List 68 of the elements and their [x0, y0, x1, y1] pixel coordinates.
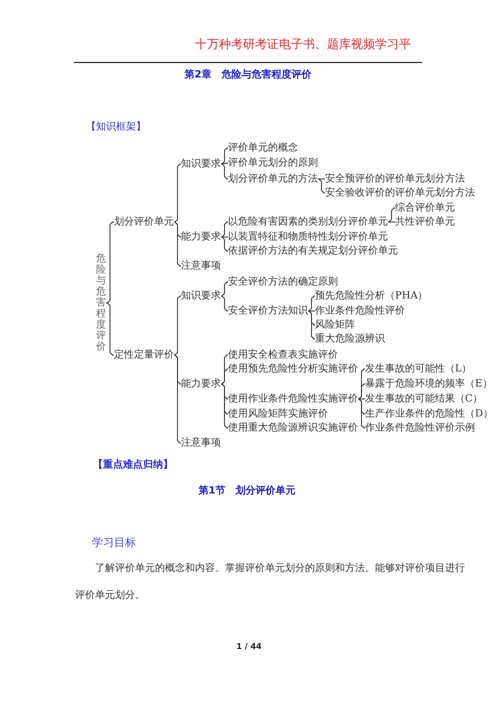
outline-item: 使用作业条件危险性实施评价 — [228, 392, 358, 406]
page-number: 1 / 44 — [236, 642, 262, 652]
outline-item: 安全评价方法的确定原则 — [228, 276, 338, 288]
outline-item: 评价单元的概念 — [228, 142, 298, 154]
brace-connector — [220, 282, 228, 296]
outline-item: 暴露于危险环境的频率（E） — [365, 378, 492, 390]
outline-item: 注意事项 — [181, 436, 221, 450]
outline-item: 知识要求 — [181, 158, 221, 170]
outline-item: 使用安全检查表实施评价 — [228, 348, 338, 362]
brace-connector — [358, 384, 366, 400]
outline-item: 以危险有害因素的类别划分评价单元 — [228, 216, 388, 228]
outline-item: 能力要求 — [181, 230, 221, 244]
brace-connector — [220, 384, 228, 428]
brace-connector — [308, 296, 316, 312]
outline-item: 能力要求 — [181, 378, 221, 390]
brace-connector — [174, 354, 182, 444]
outline-item: 使用重大危险源辨识实施评价 — [228, 422, 358, 434]
subheading: 学习目标 — [92, 536, 136, 550]
outline-item: 综合评价单元 — [395, 202, 455, 214]
brace-connector — [106, 302, 114, 356]
outline-item: 定性定量评价 — [114, 348, 174, 362]
brace-connector — [220, 222, 228, 238]
outline-item: 以装置特征和物质特性划分评价单元 — [228, 230, 388, 244]
outline-item: 预先危险性分析（PHA） — [315, 290, 428, 302]
outline-item: 划分评价单元的方法 — [228, 172, 318, 186]
outline-item: 评价单元划分的原则 — [228, 156, 318, 170]
brace-connector — [318, 178, 326, 194]
outline-item: 使用预先危险性分析实施评价 — [228, 362, 358, 376]
outline-item: 知识要求 — [181, 290, 221, 302]
outline-item: 共性评价单元 — [395, 216, 455, 228]
outline-item: 使用风险矩阵实施评价 — [228, 408, 328, 420]
outline-item: 作业条件危险性评价 — [315, 304, 405, 318]
brace-connector — [318, 178, 326, 180]
outline-item: 风险矩阵 — [315, 318, 355, 332]
outline-item: 生产作业条件的危险性（D） — [365, 408, 494, 420]
brace-connector — [308, 310, 316, 312]
brace-connector — [220, 368, 228, 384]
outline-item: 安全预评价的评价单元划分方法 — [325, 172, 465, 186]
outline-item: 注意事项 — [181, 260, 221, 272]
brace-connector — [106, 222, 114, 304]
brace-connector — [220, 236, 228, 238]
body-paragraph: 了解评价单元的概念和内容。掌握评价单元划分的原则和方法。能够对评价项目进行评价单元划分。 — [75, 562, 466, 602]
section-label: 【重点难点归纳】 — [93, 458, 173, 472]
outline-item: 作业条件危险性评价示例 — [365, 422, 475, 434]
outline-item: 发生事故的可能性（L） — [365, 362, 472, 376]
brace-connector — [174, 222, 182, 266]
brace-connector — [174, 164, 182, 222]
outline-item: 发生事故的可能结果（C） — [365, 392, 483, 406]
brace-connector — [388, 208, 396, 222]
header-slogan: 十万种考研考证电子书、题库视频学习平 — [195, 37, 411, 53]
outline-item: 划分评价单元 — [114, 216, 174, 228]
section-heading: 第1节 划分评价单元 — [198, 484, 296, 498]
outline-item: 安全评价方法知识 — [228, 304, 308, 318]
brace-connector — [220, 162, 228, 164]
section-label: 【知识框架】 — [86, 120, 146, 134]
outline-item: 重大危险源辨识 — [315, 332, 385, 346]
brace-connector — [220, 236, 228, 252]
chapter-title: 第2章 危险与危害程度评价 — [184, 68, 312, 82]
outline-item: 依据评价方法的有关规定划分评价单元 — [228, 244, 398, 258]
outline-item: 安全验收评价的评价单元划分方法 — [325, 186, 475, 200]
vertical-heading: 危险与危害程度评价 — [96, 254, 106, 352]
brace-connector — [174, 296, 182, 356]
brace-connector — [220, 164, 228, 180]
brace-connector — [220, 296, 228, 312]
brace-connector — [358, 398, 366, 428]
brace-connector — [220, 148, 228, 164]
brace-connector — [358, 398, 366, 400]
brace-connector — [308, 310, 316, 340]
